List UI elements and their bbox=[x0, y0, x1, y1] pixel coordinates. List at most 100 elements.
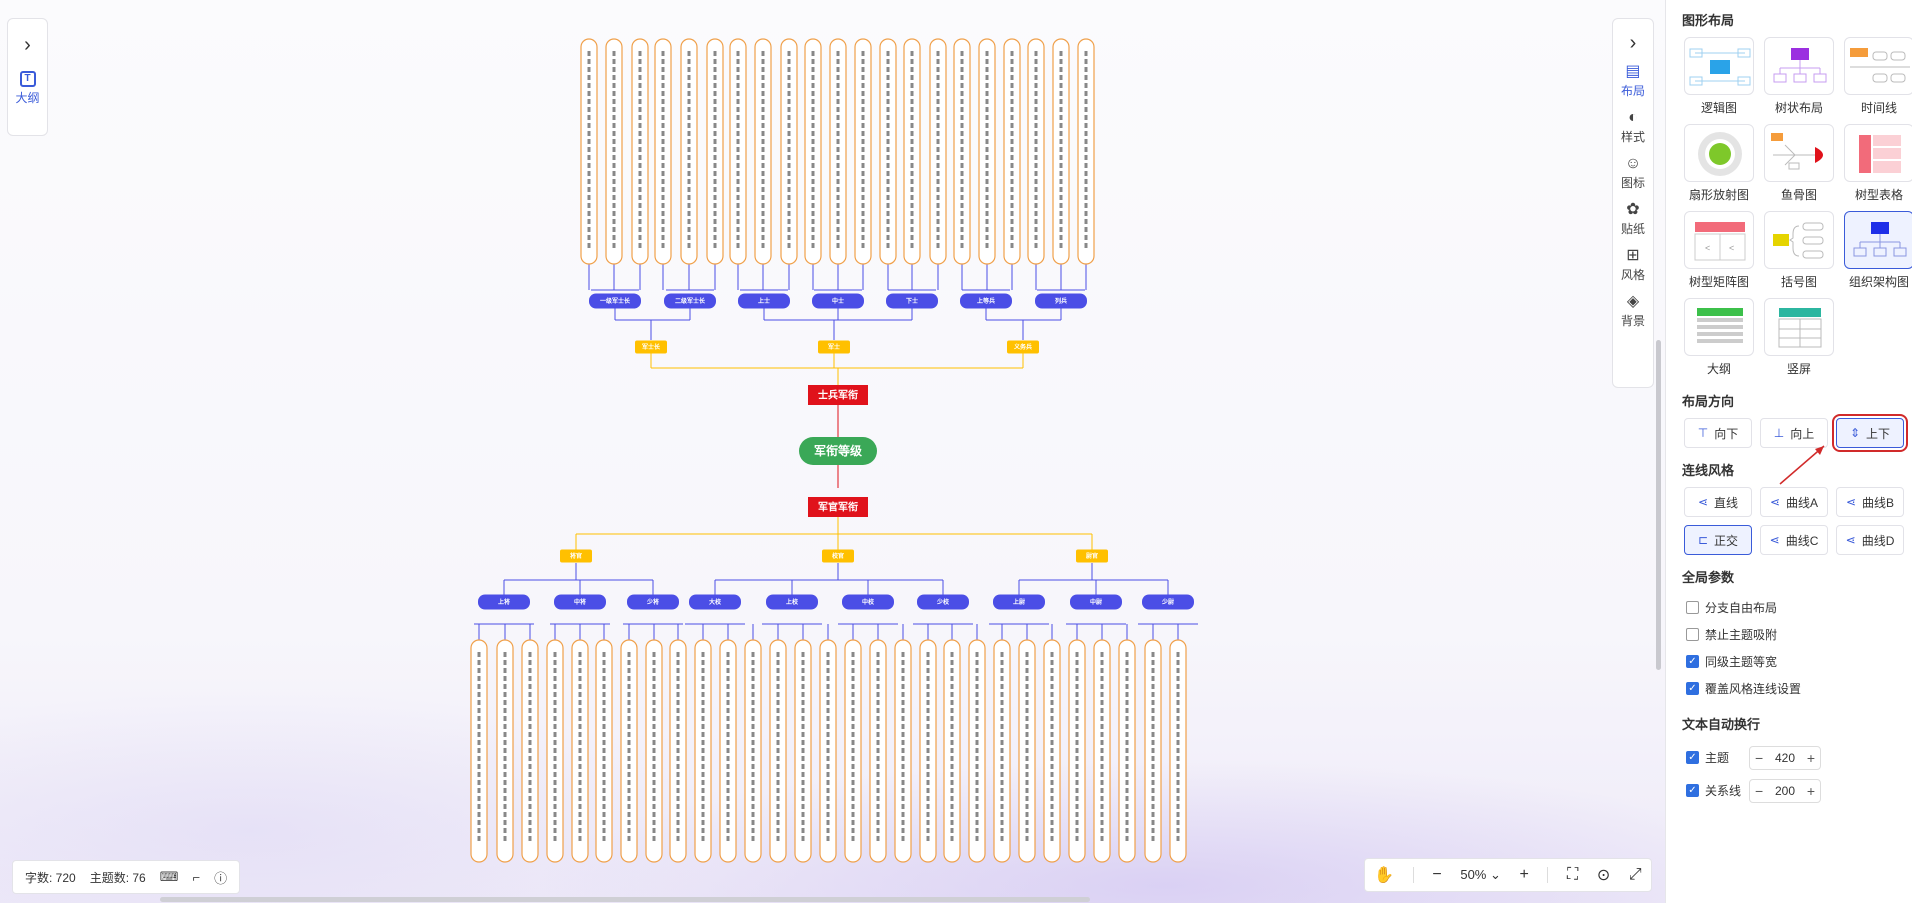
soldier-rank-node[interactable] bbox=[664, 293, 716, 309]
officer-rank-node[interactable] bbox=[1070, 594, 1122, 610]
line-straight-button[interactable]: ⋖直线 bbox=[1684, 487, 1752, 517]
officer-leaf-node-text bbox=[477, 700, 481, 705]
layout-radial[interactable]: 扇形放射图 bbox=[1684, 124, 1754, 203]
soldier-leaf-node-text bbox=[736, 91, 740, 96]
soldier-rank-node[interactable] bbox=[589, 293, 641, 309]
root-node[interactable] bbox=[799, 437, 877, 465]
checkbox[interactable] bbox=[1686, 601, 1699, 614]
mindmap-canvas[interactable]: 士兵军衔军衔等级军官军衔军士长军士义务兵一级军士长二级军士长上士中士下士上等兵列… bbox=[0, 0, 1665, 903]
plus-icon[interactable]: + bbox=[1806, 749, 1815, 766]
minus-icon[interactable]: − bbox=[1755, 782, 1764, 799]
toolbar-style[interactable]: ◐ 样式 bbox=[1621, 109, 1645, 145]
expand-chevron-icon[interactable]: › bbox=[24, 34, 31, 56]
line-curve-c-button[interactable]: ⋖曲线C bbox=[1760, 525, 1828, 555]
option-override-lines[interactable]: ✓覆盖风格连线设置 bbox=[1674, 675, 1904, 702]
hand-icon[interactable]: ✋ bbox=[1374, 867, 1395, 884]
layout-tree-table[interactable]: 树型表格 bbox=[1844, 124, 1912, 203]
checkbox[interactable]: ✓ bbox=[1686, 784, 1699, 797]
layout-logic[interactable]: 逻辑图 bbox=[1684, 37, 1754, 116]
soldier-leaf-node-text bbox=[886, 235, 890, 240]
zoom-in-icon[interactable]: + bbox=[1519, 866, 1529, 883]
soldier-rank-node[interactable] bbox=[738, 293, 790, 309]
officer-rank-node[interactable] bbox=[689, 594, 741, 610]
direction-up-button[interactable]: ⊥向上 bbox=[1760, 418, 1828, 448]
relation-width-stepper[interactable]: − 200 + bbox=[1749, 778, 1821, 803]
soldier-leaf-node-text bbox=[836, 211, 840, 216]
officer-leaf-node-text bbox=[751, 700, 755, 705]
line-curve-b-button[interactable]: ⋖曲线B bbox=[1836, 487, 1904, 517]
checkbox[interactable]: ✓ bbox=[1686, 655, 1699, 668]
officer-rank-node[interactable] bbox=[627, 594, 679, 610]
option-no-snap[interactable]: 禁止主题吸附 bbox=[1674, 621, 1904, 648]
soldier-group-node[interactable] bbox=[818, 340, 850, 354]
locate-icon[interactable]: ⊙ bbox=[1596, 867, 1611, 884]
soldier-rank-node[interactable] bbox=[886, 293, 938, 309]
layout-outline[interactable]: 大纲 bbox=[1684, 298, 1754, 377]
checkbox[interactable] bbox=[1686, 628, 1699, 641]
layout-vertical-screen[interactable]: 竖屏 bbox=[1764, 298, 1834, 377]
outline-label[interactable]: 大纲 bbox=[15, 91, 40, 105]
direction-down-button[interactable]: ⊤向下 bbox=[1684, 418, 1752, 448]
option-equal-width[interactable]: ✓同级主题等宽 bbox=[1674, 648, 1904, 675]
vertical-scrollbar[interactable] bbox=[1654, 0, 1662, 903]
officer-group-node[interactable] bbox=[1076, 549, 1108, 563]
outline-icon[interactable]: T bbox=[19, 71, 36, 87]
format-icon[interactable]: ⌐ bbox=[192, 869, 201, 885]
soldier-leaf-node-text bbox=[886, 163, 890, 168]
layout-fishbone[interactable]: 鱼骨图 bbox=[1764, 124, 1834, 203]
layout-tree[interactable]: 树状布局 bbox=[1764, 37, 1834, 116]
zoom-value: 50% bbox=[1460, 867, 1487, 882]
keyboard-icon[interactable]: ⌨ bbox=[159, 869, 179, 884]
topic-width-stepper[interactable]: − 420 + bbox=[1749, 745, 1821, 770]
direction-updown-button[interactable]: ⇕上下 bbox=[1832, 414, 1908, 452]
soldier-leaf-node-text bbox=[836, 171, 840, 176]
info-icon[interactable]: ⓘ bbox=[214, 870, 228, 886]
soldier-branch-node[interactable] bbox=[808, 385, 868, 405]
officer-rank-node[interactable] bbox=[842, 594, 894, 610]
officer-rank-node[interactable] bbox=[993, 594, 1045, 610]
soldier-group-node[interactable] bbox=[1007, 340, 1039, 354]
stepper-value[interactable]: 200 bbox=[1774, 783, 1796, 798]
fullscreen-icon[interactable]: ⤢ bbox=[1628, 866, 1642, 883]
layout-org-chart[interactable]: 组织架构图 bbox=[1844, 211, 1912, 290]
soldier-rank-node[interactable] bbox=[1035, 293, 1087, 309]
layout-tree-matrix[interactable]: << 树型矩阵图 bbox=[1684, 211, 1754, 290]
plus-icon[interactable]: + bbox=[1806, 782, 1815, 799]
soldier-rank-node[interactable] bbox=[812, 293, 864, 309]
soldier-rank-node[interactable] bbox=[960, 293, 1012, 309]
layout-bracket[interactable]: 括号图 bbox=[1764, 211, 1834, 290]
toolbar-background[interactable]: ◈ 背景 bbox=[1621, 293, 1645, 329]
horizontal-scrollbar[interactable] bbox=[160, 897, 1090, 902]
soldier-group-node[interactable] bbox=[635, 340, 667, 354]
line-curve-a-button[interactable]: ⋖曲线A bbox=[1760, 487, 1828, 517]
line-curve-d-button[interactable]: ⋖曲线D bbox=[1836, 525, 1904, 555]
line-orthogonal-button[interactable]: ⊏正交 bbox=[1684, 525, 1752, 555]
layout-timeline[interactable]: 时间线 bbox=[1844, 37, 1912, 116]
checkbox[interactable]: ✓ bbox=[1686, 751, 1699, 764]
zoom-out-icon[interactable]: − bbox=[1432, 866, 1442, 883]
officer-group-node[interactable] bbox=[560, 549, 592, 563]
officer-rank-node[interactable] bbox=[766, 594, 818, 610]
mindmap-diagram[interactable]: 士兵军衔军衔等级军官军衔军士长军士义务兵一级军士长二级军士长上士中士下士上等兵列… bbox=[0, 0, 1665, 903]
soldier-leaf-node-text bbox=[1084, 147, 1088, 152]
option-free-layout[interactable]: 分支自由布局 bbox=[1674, 594, 1904, 621]
toolbar-layout[interactable]: ▤ 布局 bbox=[1621, 63, 1645, 99]
collapse-chevron-icon[interactable]: › bbox=[1629, 32, 1637, 54]
officer-rank-node[interactable] bbox=[917, 594, 969, 610]
checkbox[interactable]: ✓ bbox=[1686, 682, 1699, 695]
officer-rank-node[interactable] bbox=[478, 594, 530, 610]
officer-leaf-node-text bbox=[676, 788, 680, 793]
zoom-level[interactable]: 50% ⌄ bbox=[1460, 867, 1501, 882]
officer-branch-node[interactable] bbox=[808, 497, 868, 517]
officer-rank-node[interactable] bbox=[1142, 594, 1194, 610]
fit-screen-icon[interactable]: ⛶ bbox=[1567, 866, 1579, 883]
officer-group-node[interactable] bbox=[822, 549, 854, 563]
topic-count: 主题数: 76 bbox=[89, 870, 146, 885]
stepper-value[interactable]: 420 bbox=[1774, 750, 1796, 765]
toolbar-sticker[interactable]: ✿ 贴纸 bbox=[1621, 201, 1645, 237]
scroll-thumb[interactable] bbox=[1656, 340, 1661, 670]
minus-icon[interactable]: − bbox=[1755, 749, 1764, 766]
officer-rank-node[interactable] bbox=[554, 594, 606, 610]
toolbar-theme[interactable]: ⊞ 风格 bbox=[1621, 247, 1645, 283]
toolbar-icon[interactable]: ☺ 图标 bbox=[1621, 155, 1645, 191]
